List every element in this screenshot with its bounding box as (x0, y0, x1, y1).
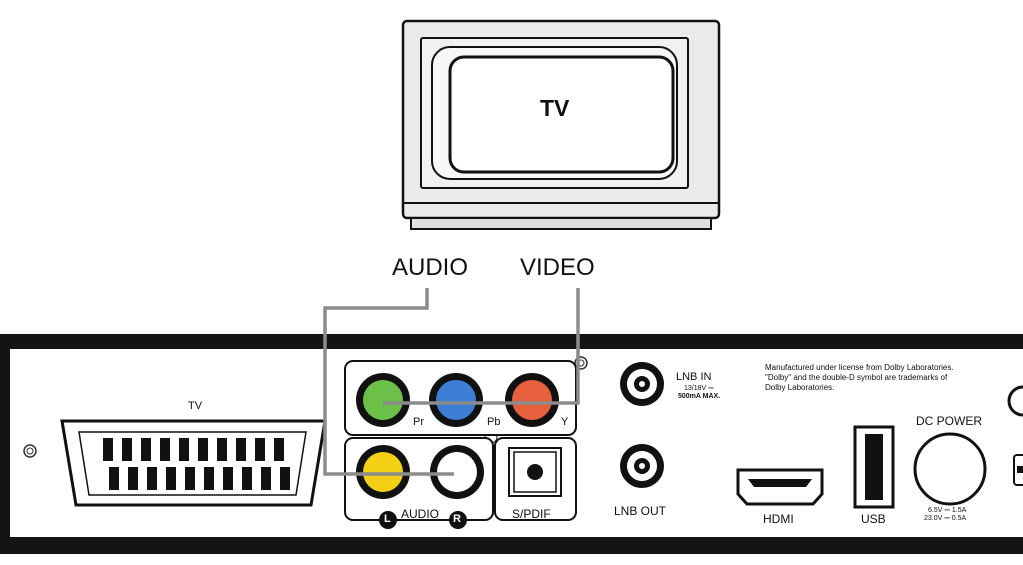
right-badge: R (453, 513, 461, 525)
scart-pin (280, 467, 290, 490)
video-signal-label: VIDEO (520, 254, 595, 281)
spdif-label: S/PDIF (512, 507, 551, 521)
y-label: Y (561, 416, 569, 428)
scart-pin (255, 438, 265, 461)
tv-screen-label: TV (540, 95, 570, 121)
lnb-in-port[interactable] (620, 362, 664, 406)
scart-pin (185, 467, 195, 490)
scart-pin (122, 438, 132, 461)
left-badge-bg (379, 511, 397, 529)
audio-port-label: AUDIO (401, 507, 440, 521)
cables (323, 288, 580, 476)
partial-edge-symbol (1007, 385, 1023, 417)
pr-label: Pr (413, 416, 424, 428)
usb-label: USB (861, 512, 886, 526)
scart-pin (160, 438, 170, 461)
scart-pin (179, 438, 189, 461)
left-badge: L (384, 513, 391, 525)
dolby-notice-2: "Dolby" and the double-D symbol are trad… (765, 373, 948, 382)
dolby-notice-1: Manufactured under license from Dolby La… (765, 363, 954, 372)
right-badge-bg (449, 511, 467, 529)
audio-out-block (344, 437, 494, 529)
lnb-out-label: LNB OUT (614, 504, 667, 518)
scart-pin (274, 438, 284, 461)
scart-pin (261, 467, 271, 490)
scart-pin (242, 467, 252, 490)
dc-power-label: DC POWER (916, 414, 982, 428)
dc-spec-2: 23.0V ⎓ 0.5A (924, 515, 967, 522)
scart-label: TV (188, 400, 203, 412)
audio-signal-label: AUDIO (392, 254, 469, 281)
scart-pin (128, 467, 138, 490)
lnb-in-label: LNB IN (676, 371, 712, 383)
scart-pin (147, 467, 157, 490)
scart-pin (141, 438, 151, 461)
dc-spec-1: 6.5V ⎓ 1.5A (928, 507, 967, 514)
scart-pin (236, 438, 246, 461)
scart-pin (223, 467, 233, 490)
scart-pin (103, 438, 113, 461)
dc-power-port[interactable] (913, 432, 987, 506)
component-video-block (344, 360, 577, 436)
scart-pin (166, 467, 176, 490)
spdif-block (494, 437, 577, 521)
pb-label: Pb (487, 416, 501, 428)
usb-port[interactable] (853, 425, 895, 509)
scart-pin (109, 467, 119, 490)
hdmi-label: HDMI (763, 512, 794, 526)
scart-pin (217, 438, 227, 461)
scart-pins (103, 438, 290, 490)
tv-set (401, 19, 721, 230)
scart-pin (204, 467, 214, 490)
hdmi-port[interactable] (736, 468, 824, 506)
scart-connector[interactable] (60, 419, 327, 507)
lnb-in-spec-2: 500mA MAX. (678, 393, 721, 400)
scart-pin (198, 438, 208, 461)
lnb-out-port[interactable] (620, 444, 664, 488)
lnb-in-spec-1: 13/18V ⎓ (684, 385, 714, 392)
dolby-notice-3: Dolby Laboratories. (765, 383, 835, 392)
